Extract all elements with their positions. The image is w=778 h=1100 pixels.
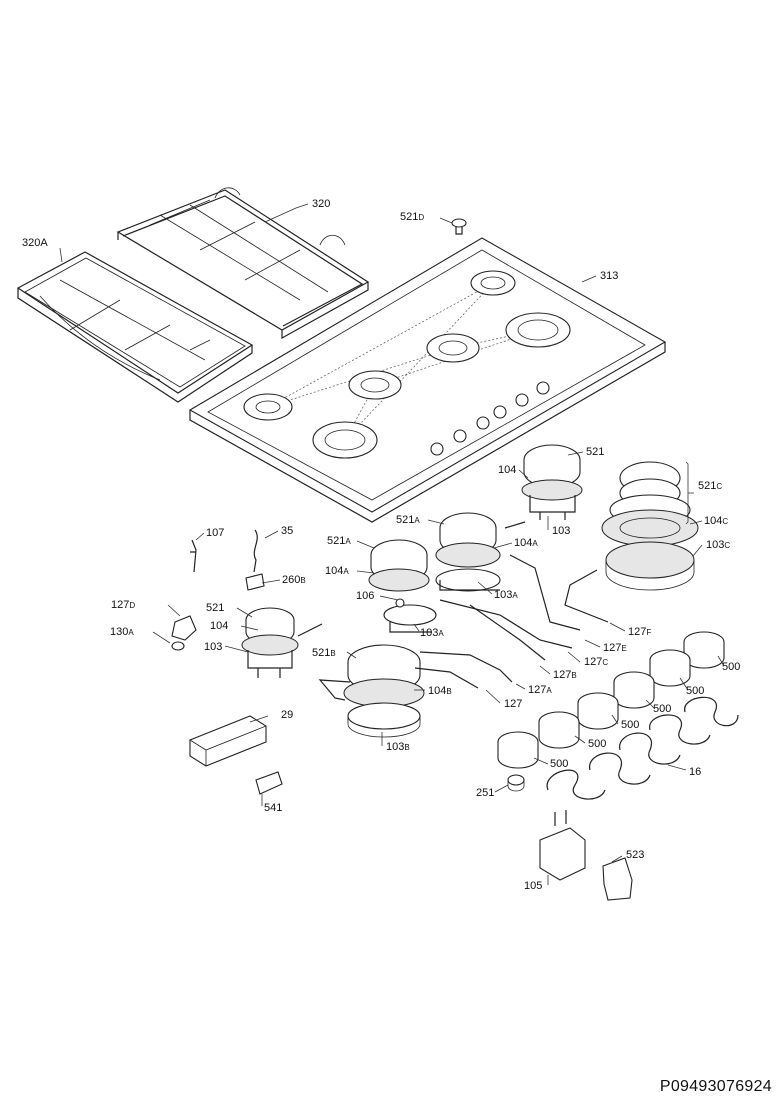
part-29: 29	[281, 709, 294, 721]
part-500-c: 500	[653, 703, 672, 715]
elbow-127d	[171, 615, 197, 641]
part-521a-mid: 521A	[396, 514, 420, 526]
part-500-a: 500	[722, 661, 741, 673]
part-313: 313	[600, 270, 619, 282]
clip-541	[255, 771, 283, 795]
part-127a: 127A	[528, 684, 552, 696]
spark-electrode-35	[253, 529, 258, 573]
ring-251	[507, 774, 525, 792]
part-260b: 260B	[282, 574, 306, 586]
part-523: 523	[626, 849, 645, 861]
burner-assembly-large	[601, 461, 699, 591]
part-500-b: 500	[686, 685, 705, 697]
part-106: 106	[356, 590, 375, 602]
pan-support-320	[116, 187, 370, 340]
part-521c: 521C	[698, 480, 723, 492]
pan-support-320a	[16, 251, 254, 403]
part-104-left: 104	[210, 620, 229, 632]
burner-assembly-left	[241, 607, 299, 678]
part-103a-left: 103A	[420, 627, 444, 639]
gas-valve-105	[539, 810, 586, 881]
control-knobs	[497, 631, 725, 769]
part-104b: 104B	[428, 685, 452, 697]
part-127f: 127F	[628, 626, 652, 638]
part-251: 251	[476, 787, 495, 799]
part-541: 541	[264, 802, 283, 814]
part-320a: 320A	[22, 237, 48, 249]
washer-130a	[171, 641, 185, 651]
part-500-d: 500	[621, 719, 640, 731]
burner-assembly-mid	[435, 512, 501, 592]
part-103b: 103B	[386, 741, 410, 753]
part-130a: 130A	[110, 626, 134, 638]
part-127c: 127C	[584, 656, 609, 668]
part-107: 107	[206, 527, 225, 539]
part-104-right: 104	[498, 464, 517, 476]
part-521-right: 521	[586, 446, 605, 458]
part-500-e: 500	[588, 738, 607, 750]
part-127d: 127D	[111, 599, 136, 611]
ignition-generator-29	[189, 715, 267, 767]
part-521b: 521B	[312, 647, 336, 659]
gas-pipes	[297, 521, 609, 701]
part-105: 105	[524, 880, 543, 892]
part-103a-mid: 103A	[494, 589, 518, 601]
part-320: 320	[312, 198, 331, 210]
part-500-f: 500	[550, 758, 569, 770]
part-127: 127	[504, 698, 523, 710]
screw-521d	[451, 218, 467, 235]
part-35: 35	[281, 525, 294, 537]
part-103-right: 103	[552, 525, 571, 537]
part-521a-left: 521A	[327, 535, 351, 547]
document-id: P09493076924	[659, 1078, 772, 1095]
part-127e: 127E	[603, 642, 627, 654]
part-521d: 521D	[400, 211, 425, 223]
clip-260b	[245, 573, 265, 591]
thermocouples	[546, 696, 739, 800]
bracket-523	[602, 857, 633, 901]
burner-assembly-left-mid	[368, 539, 437, 633]
spark-plug-107	[190, 539, 197, 573]
part-103c: 103C	[706, 539, 731, 551]
burner-assembly-wok	[343, 644, 425, 738]
part-521-left: 521	[206, 602, 225, 614]
part-127b: 127B	[553, 669, 577, 681]
part-104a-mid: 104A	[514, 537, 538, 549]
leader-lines	[59, 203, 725, 885]
hob-top-313	[188, 237, 667, 523]
part-104a-left: 104A	[325, 565, 349, 577]
part-16: 16	[689, 766, 702, 778]
burner-assembly-right	[521, 444, 583, 520]
part-104c: 104C	[704, 515, 729, 527]
part-103-left: 103	[204, 641, 223, 653]
